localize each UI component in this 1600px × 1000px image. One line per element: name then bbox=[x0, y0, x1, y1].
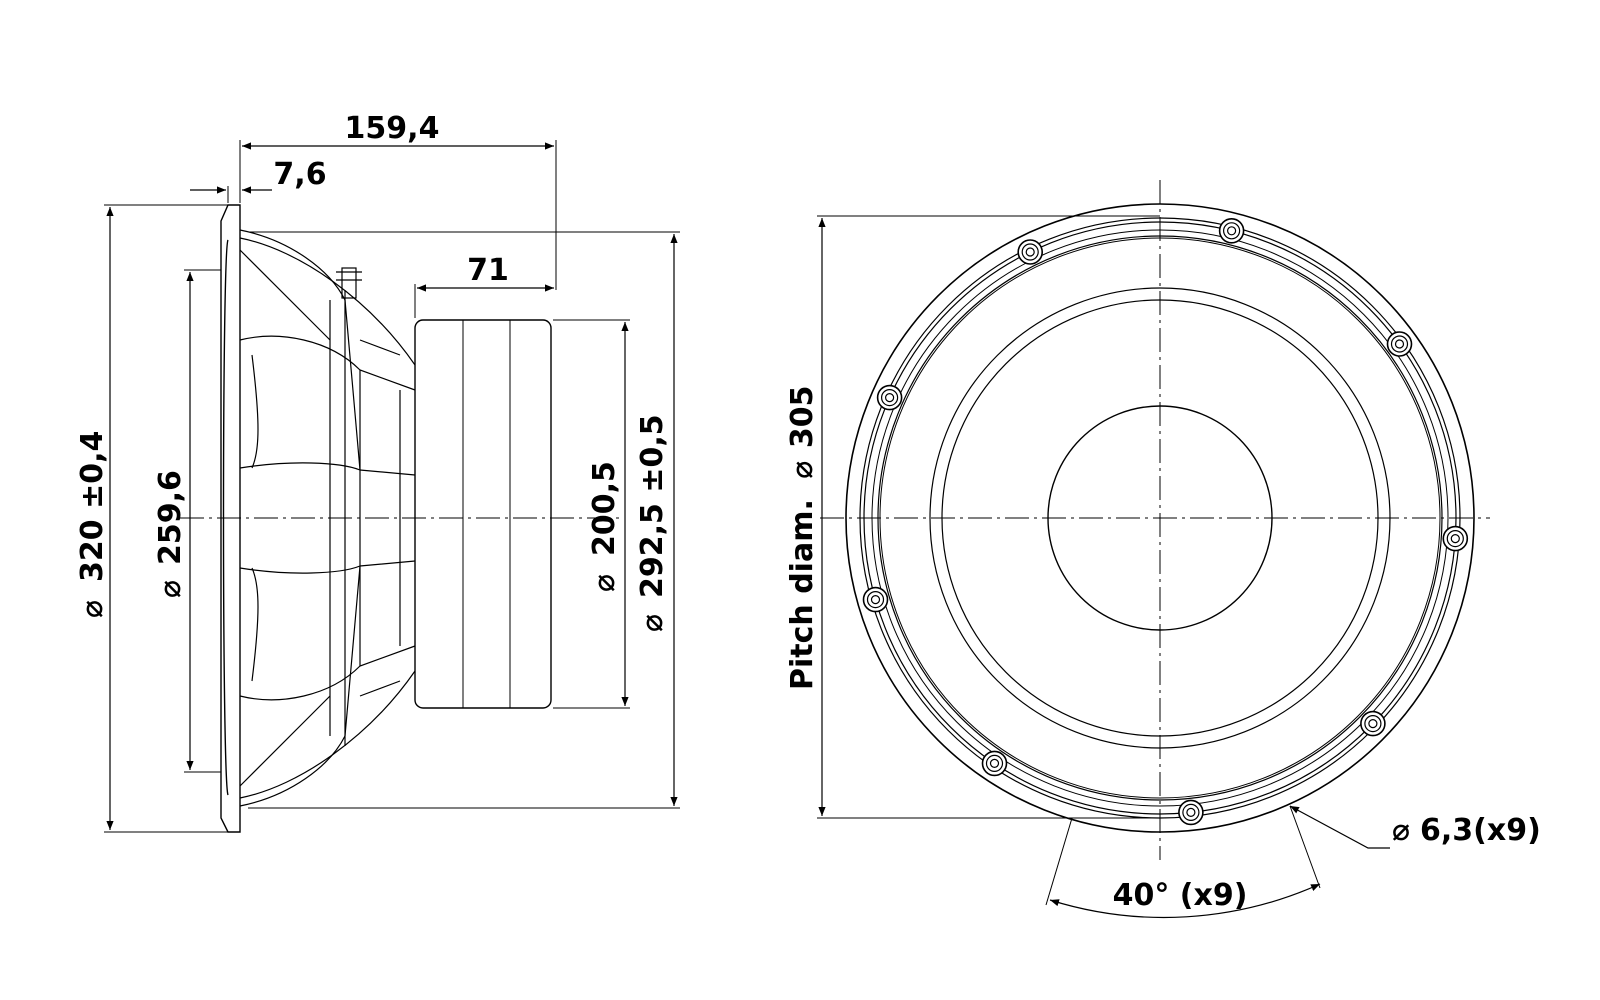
pitch-diameter-prefix: Pitch diam. bbox=[785, 499, 820, 690]
pitch-diameter-value: 305 bbox=[785, 386, 820, 449]
hole-angle-arc bbox=[1049, 883, 1321, 919]
side-view bbox=[180, 204, 620, 833]
flange-thickness-label: 7,6 bbox=[273, 157, 326, 192]
dust-cap bbox=[1047, 405, 1273, 631]
magnet-diameter-symbol: ⌀ bbox=[587, 574, 622, 592]
magnet-depth-label: 71 bbox=[467, 253, 509, 288]
mounting-hole bbox=[1218, 218, 1245, 244]
mounting-hole bbox=[981, 750, 1008, 777]
cutout-diameter-label: 259,6 bbox=[153, 470, 188, 565]
frame-diameter-label: 292,5 ±0,5 bbox=[635, 414, 670, 598]
outer-diameter-symbol: ⌀ bbox=[75, 600, 110, 618]
mounting-hole bbox=[1360, 710, 1386, 737]
magnet bbox=[414, 319, 552, 709]
surround-outer bbox=[929, 287, 1391, 749]
terminals bbox=[336, 267, 362, 299]
hole-spec-label: 6,3(x9) bbox=[1420, 813, 1541, 848]
mounting-hole bbox=[1386, 331, 1413, 357]
cone-profile bbox=[239, 229, 346, 807]
outer-diameter-label: 320 ±0,4 bbox=[75, 431, 110, 582]
pitch-diameter-text: Pitch diam. ⌀ 305 bbox=[785, 386, 820, 690]
hole-leader-line bbox=[1289, 805, 1390, 849]
hole-diameter-symbol: ⌀ bbox=[1392, 813, 1410, 848]
front-view bbox=[820, 180, 1490, 860]
mounting-hole bbox=[1442, 525, 1469, 552]
overall-depth-label: 159,4 bbox=[345, 111, 440, 146]
magnet-diameter-label: 200,5 bbox=[587, 461, 622, 556]
mounting-holes bbox=[862, 218, 1469, 826]
hole-angle-label: 40° (x9) bbox=[1113, 878, 1248, 913]
frame-outer-ring bbox=[845, 203, 1475, 833]
frame-diameter-symbol: ⌀ bbox=[635, 614, 670, 632]
mounting-hole bbox=[876, 384, 903, 411]
pitch-circle bbox=[863, 221, 1457, 815]
front-view-dimensions: Pitch diam. ⌀ 305 ⌀ 6,3(x9) 40° (x9) bbox=[785, 215, 1541, 919]
pitch-diameter-symbol: ⌀ bbox=[785, 461, 820, 479]
mounting-hole bbox=[1178, 799, 1204, 826]
mounting-hole bbox=[862, 586, 889, 613]
cutout-diameter-symbol: ⌀ bbox=[153, 580, 188, 598]
side-view-dimensions: 159,4 7,6 71 ⌀ 320 ±0,4 ⌀ 259,6 ⌀ 200,5 … bbox=[75, 111, 680, 833]
basket-frame bbox=[239, 237, 416, 799]
mounting-hole bbox=[1017, 239, 1043, 265]
